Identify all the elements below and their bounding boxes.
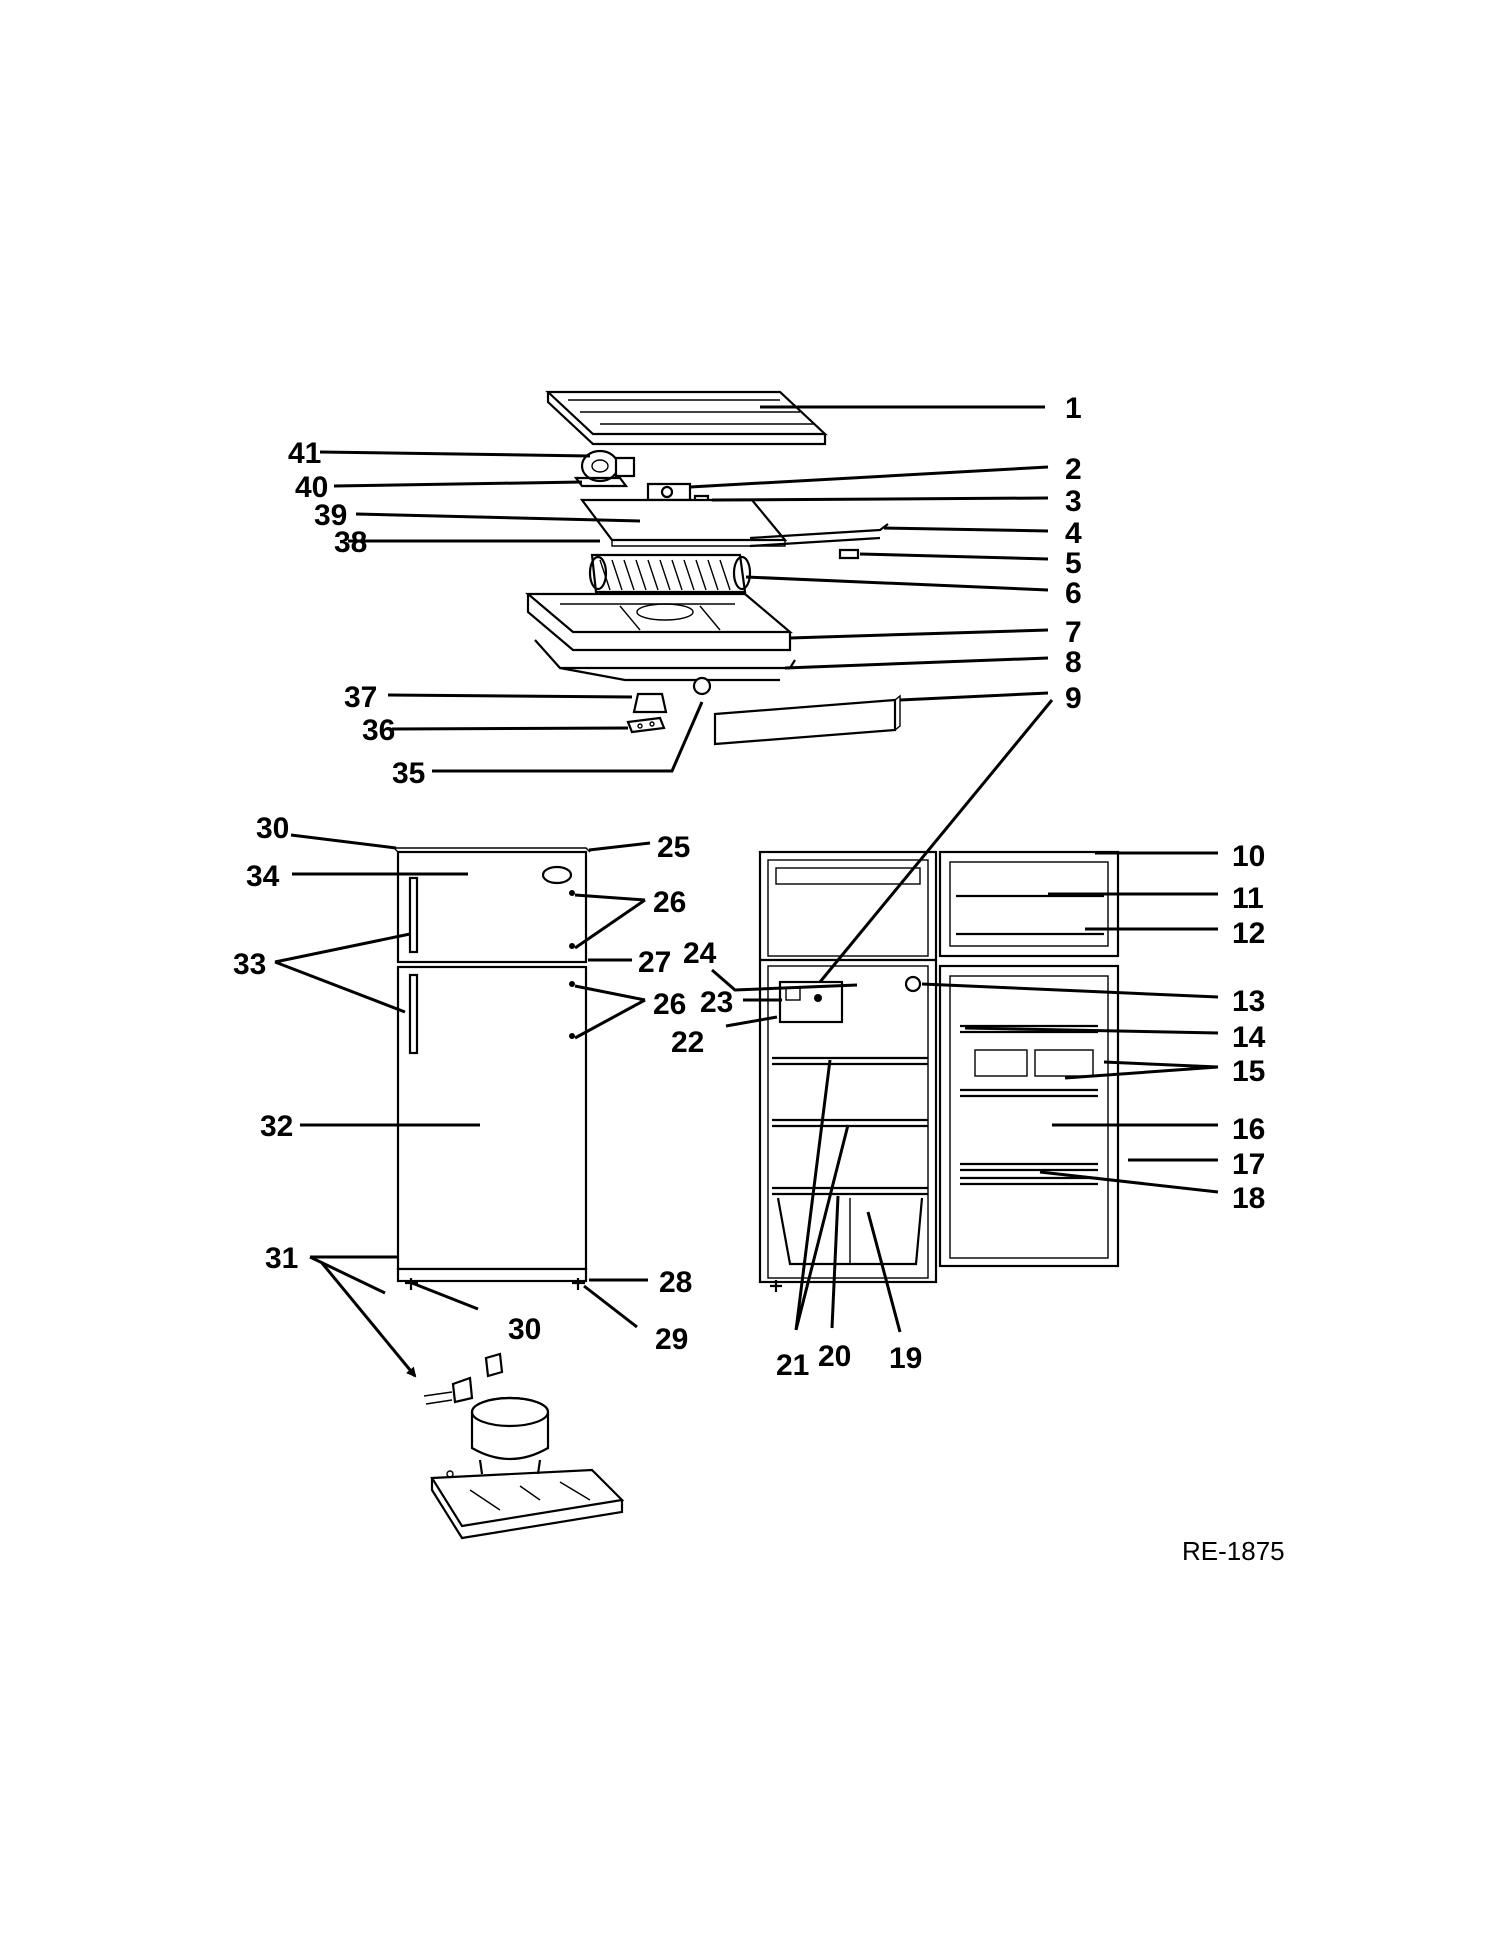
label-17: 17 bbox=[1232, 1148, 1265, 1181]
fresh-food-door bbox=[396, 965, 588, 1271]
label-26b: 26 bbox=[653, 988, 686, 1021]
label-34: 34 bbox=[246, 860, 280, 893]
label-24: 24 bbox=[683, 937, 717, 970]
label-26: 26 bbox=[653, 886, 686, 919]
label-39: 39 bbox=[314, 499, 347, 532]
diagram-reference-code: RE-1875 bbox=[1182, 1536, 1285, 1566]
label-12: 12 bbox=[1232, 917, 1265, 950]
label-22: 22 bbox=[671, 1026, 704, 1059]
label-29: 29 bbox=[655, 1323, 688, 1356]
part-drain-pan bbox=[534, 639, 796, 682]
part-evaporator-cover bbox=[579, 498, 788, 547]
label-5: 5 bbox=[1065, 547, 1082, 580]
freezer-door-inner bbox=[938, 850, 1120, 958]
label-28: 28 bbox=[659, 1266, 692, 1299]
logo-badge bbox=[541, 865, 573, 885]
label-6: 6 bbox=[1065, 577, 1082, 610]
label-25: 25 bbox=[657, 831, 690, 864]
part-top-cover bbox=[545, 390, 828, 446]
label-23: 23 bbox=[700, 986, 733, 1019]
label-21: 21 bbox=[776, 1349, 809, 1382]
label-30: 30 bbox=[256, 812, 289, 845]
label-8: 8 bbox=[1065, 646, 1082, 679]
label-37: 37 bbox=[344, 681, 377, 714]
label-3: 3 bbox=[1065, 485, 1082, 518]
base-grille bbox=[396, 1267, 588, 1283]
label-16: 16 bbox=[1232, 1113, 1265, 1146]
label-19: 19 bbox=[889, 1342, 922, 1375]
compressor-assembly bbox=[423, 1352, 625, 1540]
part-defrost-heater bbox=[749, 523, 889, 560]
freezer-door bbox=[396, 850, 588, 964]
part-fan-motor bbox=[573, 449, 636, 488]
label-13: 13 bbox=[1232, 985, 1265, 1018]
label-7: 7 bbox=[1065, 616, 1082, 649]
top-assembly bbox=[524, 390, 901, 746]
label-35: 35 bbox=[392, 757, 425, 790]
label-9: 9 bbox=[1065, 682, 1082, 715]
label-11: 11 bbox=[1232, 882, 1264, 915]
label-27: 27 bbox=[638, 946, 671, 979]
label-38: 38 bbox=[334, 526, 367, 559]
leader-lines bbox=[274, 405, 1219, 1378]
part-front-panel bbox=[713, 694, 901, 746]
part-labels: 1 2 3 4 5 6 7 8 9 10 11 12 13 14 15 16 1… bbox=[233, 392, 1266, 1382]
label-20: 20 bbox=[818, 1340, 851, 1373]
refrigerator-front-view bbox=[392, 847, 591, 1290]
label-1: 1 bbox=[1065, 392, 1082, 425]
refrigerator-open-view bbox=[758, 850, 1120, 1292]
label-30b: 30 bbox=[508, 1313, 541, 1346]
part-evaporator-coil bbox=[588, 553, 752, 594]
label-32: 32 bbox=[260, 1110, 293, 1143]
fresh-food-door-handle bbox=[408, 973, 419, 1055]
label-10: 10 bbox=[1232, 840, 1265, 873]
label-18: 18 bbox=[1232, 1182, 1265, 1215]
label-2: 2 bbox=[1065, 453, 1082, 486]
fresh-food-door-inner bbox=[938, 964, 1120, 1268]
label-41: 41 bbox=[288, 437, 321, 470]
label-36: 36 bbox=[362, 714, 395, 747]
part-fittings bbox=[626, 676, 712, 734]
label-4: 4 bbox=[1065, 517, 1082, 550]
cabinet bbox=[758, 850, 938, 1284]
label-40: 40 bbox=[295, 471, 328, 504]
label-33: 33 bbox=[233, 948, 266, 981]
part-evaporator-housing bbox=[524, 592, 794, 652]
label-14: 14 bbox=[1232, 1021, 1266, 1054]
freezer-door-handle bbox=[408, 876, 419, 954]
label-15: 15 bbox=[1232, 1055, 1265, 1088]
label-31: 31 bbox=[265, 1242, 298, 1275]
